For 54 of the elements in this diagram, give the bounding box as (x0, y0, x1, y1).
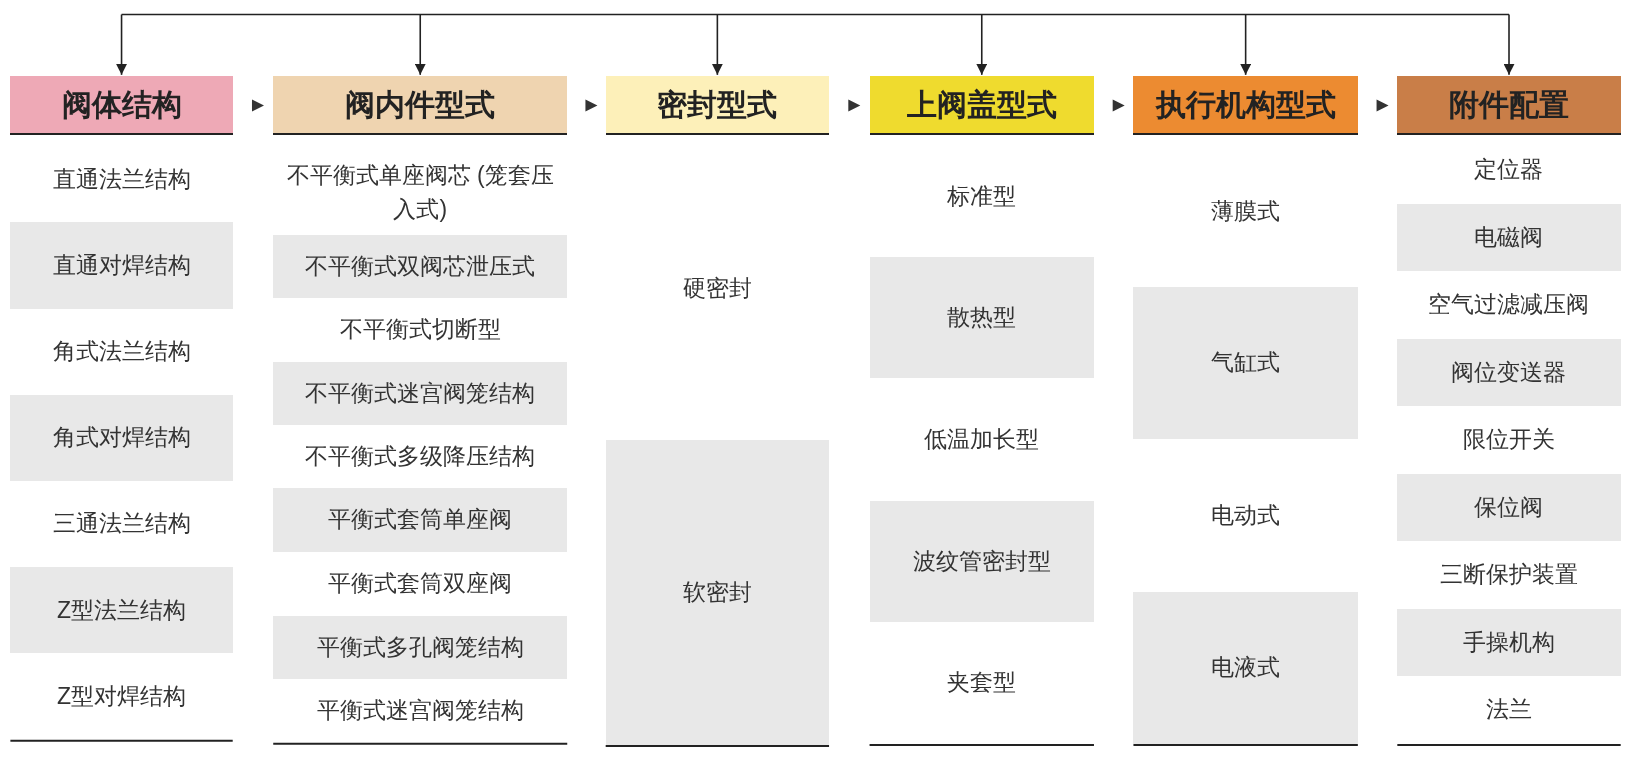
arrow (848, 99, 861, 112)
table-cell: 夹套型 (869, 622, 1094, 744)
shaded-cell: 保位阀 (1397, 473, 1621, 542)
table-cell: 空气过滤减压阀 (1397, 271, 1621, 339)
table-cell: 标准型 (869, 136, 1094, 257)
table-cell: 不平衡式单座阀芯 (笼套压入式) (273, 150, 568, 235)
arrow (1240, 13, 1252, 76)
arrow (116, 13, 128, 76)
column-header: 执行机构型式 (1133, 75, 1358, 136)
shaded-cell: 不平衡式迷宫阀笼结构 (273, 361, 568, 425)
table-cell: 薄膜式 (1133, 136, 1358, 287)
table-cell: 不平衡式切断型 (273, 298, 568, 362)
arrow (1376, 99, 1389, 112)
table-cell: 三通法兰结构 (10, 481, 233, 568)
arrow (414, 13, 426, 76)
table-cell: 平衡式套筒双座阀 (273, 551, 568, 617)
shaded-cell: 软密封 (605, 440, 830, 745)
shaded-cell: 不平衡式双阀芯泄压式 (273, 234, 568, 299)
arrow (976, 13, 988, 76)
arrow (251, 99, 264, 112)
table-cell: 角式法兰结构 (10, 308, 233, 395)
shaded-cell: 气缸式 (1133, 286, 1358, 440)
column-header: 密封型式 (605, 75, 830, 136)
table-cell: 平衡式迷宫阀笼结构 (273, 679, 568, 743)
table-cell: 限位开关 (1397, 406, 1621, 474)
table-cell: 低温加长型 (869, 378, 1094, 501)
arrow (1503, 13, 1515, 76)
column-header: 阀体结构 (10, 75, 233, 136)
table-cell: 直通法兰结构 (10, 136, 233, 223)
table-cell: Z型对焊结构 (10, 653, 233, 740)
column-header: 上阀盖型式 (869, 75, 1094, 136)
shaded-cell: 角式对焊结构 (10, 394, 233, 481)
table-cell: 硬密封 (605, 136, 830, 441)
column-header: 附件配置 (1397, 75, 1621, 136)
shaded-cell: 电液式 (1133, 592, 1358, 744)
shaded-cell: 平衡式多孔阀笼结构 (273, 616, 568, 680)
shaded-cell: 手操机构 (1397, 608, 1621, 677)
column-header: 阀内件型式 (273, 75, 568, 136)
shaded-cell: 平衡式套筒单座阀 (273, 488, 568, 552)
arrow (711, 13, 723, 76)
shaded-cell: 波纹管密封型 (869, 500, 1094, 623)
shaded-cell: 散热型 (869, 256, 1094, 379)
table-cell: 三断保护装置 (1397, 541, 1621, 609)
table-cell: 定位器 (1397, 136, 1621, 204)
table-cell: 法兰 (1397, 676, 1621, 744)
shaded-cell: 阀位变送器 (1397, 338, 1621, 407)
shaded-cell: 直通对焊结构 (10, 222, 233, 309)
arrow (1112, 99, 1125, 112)
connector-line (120, 13, 1510, 16)
shaded-cell: 电磁阀 (1397, 203, 1621, 272)
table-cell: 电动式 (1133, 439, 1358, 593)
shaded-cell: Z型法兰结构 (10, 567, 233, 654)
arrow (585, 99, 598, 112)
table-cell: 不平衡式多级降压结构 (273, 424, 568, 489)
